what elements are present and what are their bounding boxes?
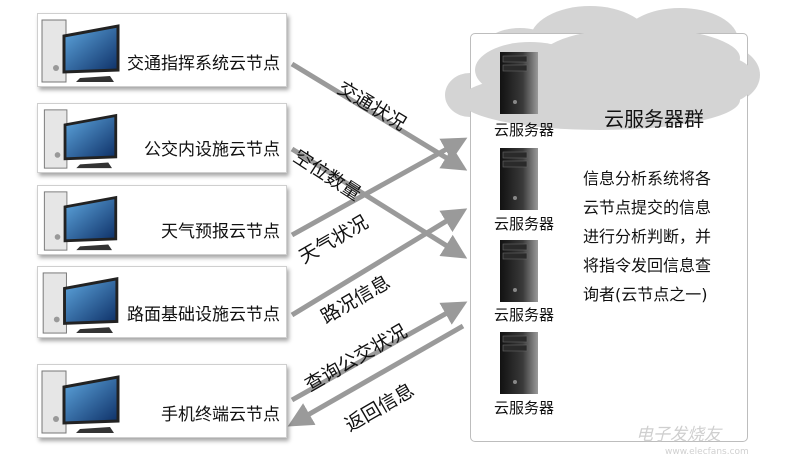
node-label: 公交内设施云节点 xyxy=(144,140,280,160)
cloud-title: 云服务器群 xyxy=(604,107,704,131)
description-line: 询者(云节点之一) xyxy=(583,285,708,304)
arrow-road xyxy=(290,208,468,318)
arrow-weather xyxy=(290,137,468,238)
description-line: 将指令发回信息查 xyxy=(583,256,712,275)
client-node-traffic-command: 交通指挥系统云节点 xyxy=(37,13,287,87)
computer-icon xyxy=(42,272,119,334)
computer-icon xyxy=(43,191,118,251)
server-icons xyxy=(500,52,538,394)
client-node-weather-forecast: 天气预报云节点 xyxy=(37,185,287,255)
watermark-logo: 电子发烧友 xyxy=(636,425,721,445)
server-icon xyxy=(500,332,538,394)
arrow-query xyxy=(290,301,468,403)
server-icon xyxy=(500,240,538,302)
server-icon xyxy=(500,148,538,210)
node-label: 手机终端云节点 xyxy=(161,405,280,425)
computer-icon xyxy=(43,109,118,169)
client-node-road-infrastructure: 路面基础设施云节点 xyxy=(37,266,287,338)
arrow-traffic xyxy=(290,61,468,171)
flow-arrows xyxy=(287,61,468,427)
server-icon xyxy=(500,52,538,114)
server-label: 云服务器 xyxy=(494,121,555,139)
node-label: 天气预报云节点 xyxy=(161,222,280,242)
server-label: 云服务器 xyxy=(494,306,555,324)
arrow-return xyxy=(287,323,465,427)
description-line: 信息分析系统将各 xyxy=(583,169,712,188)
analysis-description: 信息分析系统将各 云节点提交的信息 进行分析判断，并 将指令发回信息查 询者(云… xyxy=(583,164,743,309)
client-node-bus-facility: 公交内设施云节点 xyxy=(37,103,287,173)
computer-icon xyxy=(41,370,120,434)
node-label: 交通指挥系统云节点 xyxy=(127,54,280,74)
arrow-vacancy xyxy=(290,146,468,259)
server-label: 云服务器 xyxy=(494,399,555,417)
server-label: 云服务器 xyxy=(494,215,555,233)
description-line: 云节点提交的信息 xyxy=(583,198,712,217)
watermark-url: www.elecfans.com xyxy=(665,447,749,457)
client-node-mobile-terminal: 手机终端云节点 xyxy=(37,364,287,438)
node-label: 路面基础设施云节点 xyxy=(127,305,280,325)
computer-icon xyxy=(41,19,120,83)
description-line: 进行分析判断，并 xyxy=(583,227,712,246)
